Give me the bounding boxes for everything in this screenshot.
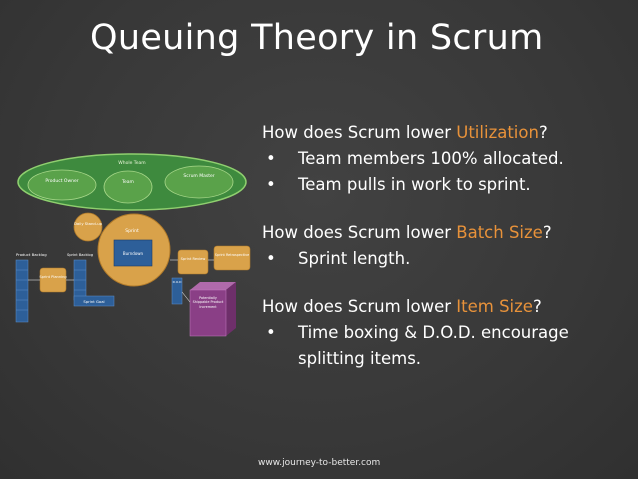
sprint-review-label: Sprint Review bbox=[181, 257, 206, 261]
sprint-review-box bbox=[177, 249, 209, 275]
product-backlog-label: Product Backlog bbox=[16, 252, 47, 257]
sprint-label: Sprint bbox=[125, 228, 139, 234]
footer-url: www.journey-to-better.com bbox=[258, 458, 381, 468]
scrum-master-ellipse bbox=[164, 165, 234, 199]
sprint-planning-label: Sprint Planning bbox=[39, 275, 66, 279]
arrow bbox=[181, 291, 191, 303]
sprint-planning-box bbox=[39, 267, 67, 293]
team-ellipse bbox=[103, 170, 153, 204]
highlight-utilization: Utilization bbox=[456, 123, 539, 142]
increment-cube-top bbox=[190, 282, 236, 290]
product-owner-ellipse bbox=[27, 169, 97, 201]
highlight-item-size: Item Size bbox=[456, 297, 533, 316]
increment-cube-front bbox=[189, 289, 227, 337]
question-item-size: How does Scrum lower Item Size? bbox=[262, 297, 542, 316]
daily-standup-circle bbox=[73, 212, 103, 242]
whole-team-label: Whole Team bbox=[118, 160, 145, 166]
dod-label: D.O.D bbox=[173, 280, 182, 284]
highlight-batch-size: Batch Size bbox=[456, 223, 543, 242]
slide-title: Queuing Theory in Scrum bbox=[90, 18, 544, 58]
increment-cube-side bbox=[226, 282, 236, 336]
bullet-item: •Sprint length. bbox=[262, 246, 632, 272]
dod-box bbox=[171, 277, 183, 305]
bullet-glyph: • bbox=[266, 149, 276, 168]
team-label: Team bbox=[121, 179, 134, 185]
sprint-backlog-label: Sprint Backlog bbox=[67, 253, 93, 257]
scrum-framework-diagram: Whole Team Product Owner Team Scrum Mast… bbox=[14, 152, 254, 342]
product-backlog-stack bbox=[15, 259, 29, 323]
scrum-diagram-svg: Whole Team Product Owner Team Scrum Mast… bbox=[15, 153, 251, 337]
sprint-retrospective-box bbox=[213, 245, 251, 271]
daily-standup-label: Daily Stand-up bbox=[74, 221, 103, 226]
bullet-item: •Team pulls in work to sprint. bbox=[262, 172, 632, 198]
burndown-box bbox=[113, 239, 153, 267]
increment-label: Potentially Shippable Product Increment bbox=[192, 296, 224, 309]
question-utilization: How does Scrum lower Utilization? bbox=[262, 123, 548, 142]
scrum-master-label: Scrum Master bbox=[183, 173, 214, 179]
sprint-goal-box bbox=[73, 295, 115, 307]
bullet-item: •Team members 100% allocated. bbox=[262, 146, 632, 172]
burndown-label: Burndown bbox=[123, 251, 144, 256]
bullet-glyph: • bbox=[266, 249, 276, 268]
bullet-glyph: • bbox=[266, 323, 276, 342]
sprint-retrospective-label: Sprint Retrospective bbox=[215, 253, 249, 257]
bullet-glyph: • bbox=[266, 175, 276, 194]
bullet-item: •Time boxing & D.O.D. encourage splittin… bbox=[262, 320, 618, 372]
sprint-goal-label: Sprint Goal bbox=[83, 299, 104, 304]
slide-content: How does Scrum lower Utilization? •Team … bbox=[262, 120, 632, 372]
question-batch-size: How does Scrum lower Batch Size? bbox=[262, 223, 552, 242]
product-owner-label: Product Owner bbox=[45, 178, 78, 184]
